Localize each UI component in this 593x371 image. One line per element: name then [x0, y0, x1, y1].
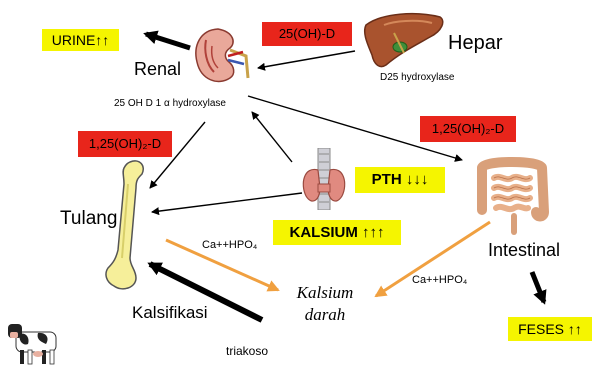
thyroid-icon	[300, 148, 348, 210]
tulang-label: Tulang	[60, 208, 117, 230]
enzyme-renal-label: 25 OH D 1 α hydroxylase	[114, 98, 226, 109]
arrow-renal-to-urine	[146, 34, 190, 48]
arrow-thyroid-to-tulang	[152, 193, 302, 212]
ca-hpo4-right-label: Ca++HPO₄	[412, 274, 467, 286]
hepar-label: Hepar	[448, 32, 502, 55]
metabolite-top-label: 25(OH)-D	[262, 22, 352, 46]
arrow-thyroid-to-renal	[252, 112, 292, 162]
pth-label: PTH ↓↓↓	[355, 167, 445, 193]
cow-icon	[6, 318, 64, 366]
enzyme-hepar-label: D25 hydroxylase	[380, 72, 454, 83]
kalsifikasi-label: Kalsifikasi	[132, 303, 208, 323]
ca-hpo4-left-label: Ca++HPO₄	[202, 239, 257, 251]
kalsium-darah-line-1: Kalsium	[280, 282, 370, 304]
kalsium-label: KALSIUM ↑↑↑	[273, 220, 401, 245]
intestine-icon	[474, 156, 550, 236]
feses-label: FESES ↑↑	[508, 317, 592, 341]
triakoso-label: triakoso	[226, 344, 268, 358]
arrow-hepar-to-renal	[258, 51, 355, 68]
kalsium-darah-line-2: darah	[280, 304, 370, 326]
kidney-icon	[188, 26, 254, 88]
liver-icon	[360, 11, 446, 71]
renal-label: Renal	[134, 59, 181, 80]
calcitriol-right-label: 1,25(OH)₂-D	[420, 116, 516, 142]
arrow-intestinal-to-feses	[532, 272, 544, 302]
urine-label: URINE↑↑	[42, 29, 119, 51]
calcitriol-left-label: 1,25(OH)₂-D	[78, 131, 172, 157]
intestinal-label: Intestinal	[488, 240, 560, 261]
kalsium-darah-label: Kalsium darah	[280, 282, 370, 326]
